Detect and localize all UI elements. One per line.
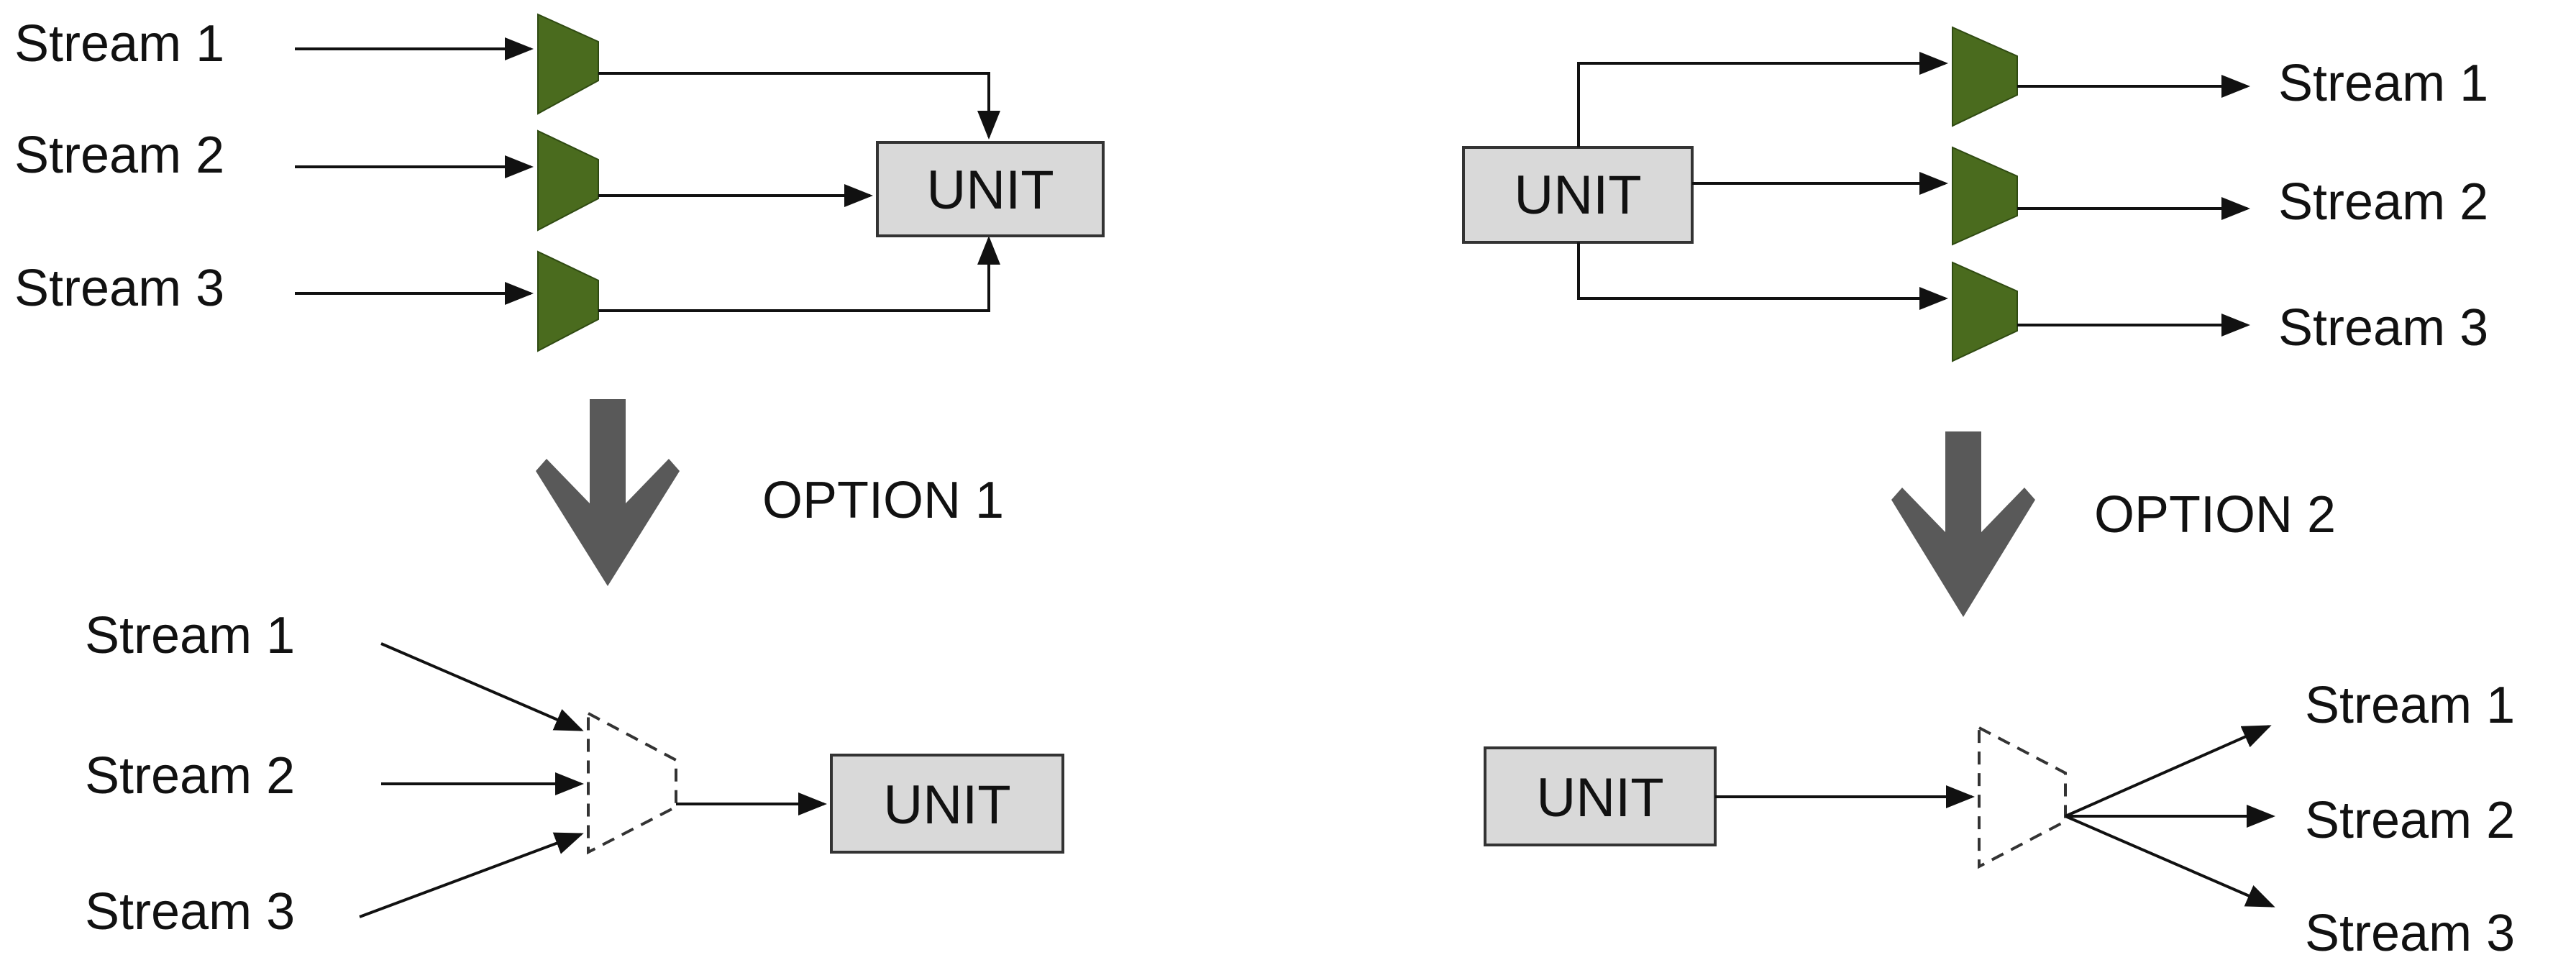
right-bottom-stream-3-label: Stream 3 (2305, 905, 2515, 962)
left-top-valve-3-icon (537, 250, 599, 352)
left-top-stream-1-label: Stream 1 (14, 15, 224, 73)
left-bottom-stream-3-label: Stream 3 (85, 883, 295, 941)
right-bottom-splitter-icon (1978, 725, 2067, 869)
option-1-down-arrow-icon (536, 399, 680, 586)
right-top-valve-1-icon (1952, 26, 2018, 127)
left-bottom-inlet-3 (359, 832, 584, 918)
option-2-transition: OPTION 2 (1891, 431, 2336, 617)
right-bottom-section: UNIT Stream 1 Stream 2 Stream 3 (1484, 677, 2515, 962)
right-top-stream-2-label: Stream 2 (2278, 173, 2488, 231)
right-top-valve-3-icon (1952, 261, 2018, 362)
left-bottom-inlet-1 (380, 642, 584, 731)
option-2-down-arrow-icon (1891, 431, 2035, 617)
right-top-stream-3-label: Stream 3 (2278, 299, 2488, 357)
left-top-section: Stream 1 Stream 2 Stream 3 UNIT (14, 13, 1105, 352)
left-bottom-stream-2-label: Stream 2 (85, 747, 295, 805)
right-top-unit-box (1462, 146, 1694, 244)
left-top-stream-2-label: Stream 2 (14, 127, 224, 184)
right-bottom-stream-1-label: Stream 1 (2305, 677, 2515, 734)
left-top-valve-3-to-unit (598, 236, 1000, 312)
left-top-unit-label: UNIT (926, 160, 1054, 221)
option-1-transition: OPTION 1 (536, 399, 1004, 586)
right-bottom-unit-label: UNIT (1536, 767, 1663, 828)
right-bottom-outlet-3 (2065, 815, 2275, 908)
right-top-section: UNIT Stream 1 Stream 2 Stream 3 (1462, 26, 2488, 362)
left-top-stream-3-label: Stream 3 (14, 260, 224, 317)
left-top-valve-1-icon (537, 13, 599, 115)
left-bottom-unit-label: UNIT (883, 774, 1010, 836)
left-bottom-unit-box (830, 754, 1064, 854)
right-top-unit-to-valve-1 (1577, 52, 1948, 147)
right-bottom-outlet-1 (2065, 725, 2272, 818)
right-top-unit-to-valve-3 (1577, 242, 1948, 310)
right-bottom-unit-box (1484, 746, 1717, 846)
right-bottom-stream-2-label: Stream 2 (2305, 792, 2515, 849)
option-1-label: OPTION 1 (762, 472, 1004, 529)
left-top-valve-2-icon (537, 129, 599, 232)
left-bottom-section: Stream 1 Stream 2 Stream 3 UNIT (85, 607, 1064, 941)
left-top-unit-box (876, 141, 1105, 237)
option-2-label: OPTION 2 (2094, 486, 2336, 544)
right-top-stream-1-label: Stream 1 (2278, 55, 2488, 112)
left-top-valve-1-to-unit (598, 72, 1000, 140)
right-top-unit-label: UNIT (1514, 165, 1641, 226)
left-bottom-stream-1-label: Stream 1 (85, 607, 295, 664)
left-bottom-mixer-icon (587, 710, 677, 855)
right-top-valve-2-icon (1952, 146, 2018, 246)
